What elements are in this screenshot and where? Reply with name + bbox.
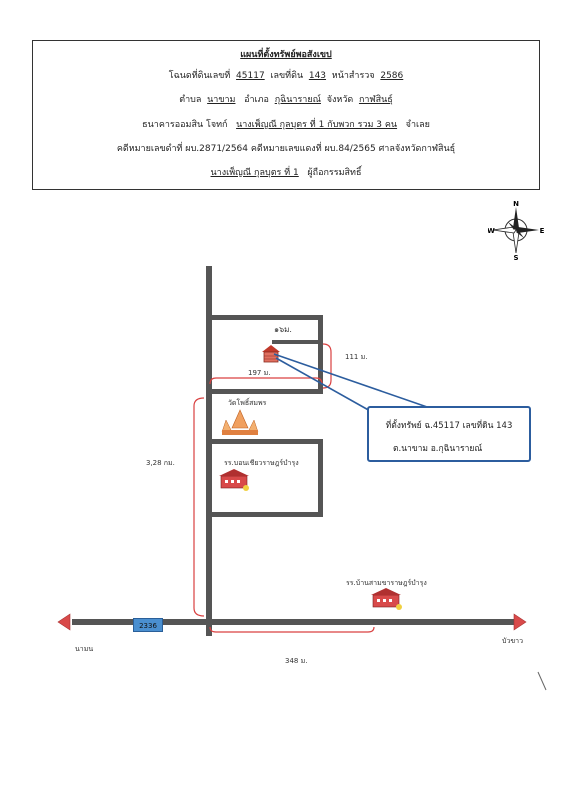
main-road-vertical <box>206 266 212 636</box>
arrow-right-icon <box>513 613 527 631</box>
dest-right-label: บัวขาว <box>502 637 524 645</box>
location-line: ตำบล นาขาม อำเภอ กุฉินารายณ์ จังหวัด กาฬ… <box>33 92 539 106</box>
survey-label: หน้าสำรวจ <box>331 71 375 81</box>
school-icon-1 <box>219 469 249 491</box>
parties-line: ธนาคารออมสิน โจทก์ นางเพ็ญณี กุลบุตร ที่… <box>33 117 539 131</box>
school-icon-2 <box>371 588 402 610</box>
school-1-label: รร.บอนเชียวราษฎร์บำรุง <box>224 459 299 467</box>
side-road-2 <box>209 389 322 394</box>
land-number-label: เลขที่ดิน <box>270 71 304 81</box>
tambon: นาขาม <box>207 95 236 105</box>
dist-top-label: ๑๖ม. <box>274 325 292 334</box>
province: กาฬสินธุ์ <box>358 95 393 105</box>
defendant: นางเพ็ญณี กุลบุตร ที่ 1 กับพวก รวม 3 คน <box>236 120 398 130</box>
pen-mark <box>537 671 547 691</box>
land-number: 143 <box>308 71 327 81</box>
side-road-4 <box>209 512 322 517</box>
property-house-icon <box>262 345 280 363</box>
school-2-label: รร.บ้านสามขาราษฎร์บำรุง <box>346 579 427 587</box>
compass-rose: N S W E <box>488 200 544 260</box>
temple-label: วัดโพธิ์สมพร <box>228 399 267 407</box>
dimension-bracket-bottom <box>209 626 375 633</box>
arrow-left-icon <box>57 613 71 631</box>
callout-line-2: ต.นาขาม อ.กุฉินารายณ์ <box>393 444 483 454</box>
property-lane <box>272 340 322 344</box>
highway-road <box>72 619 514 625</box>
dimension-bracket-mid <box>209 377 323 385</box>
dist-mid-label: 197 ม. <box>248 369 271 377</box>
deed-number: 45117 <box>236 71 265 81</box>
temple-icon <box>221 409 259 435</box>
amphoe: กุฉินารายณ์ <box>274 95 321 105</box>
dist-right-label: 111 ม. <box>345 353 368 361</box>
case-line: คดีหมายเลขดำที่ ผบ.2871/2564 คดีหมายเลขแ… <box>116 144 456 154</box>
side-road-1 <box>209 315 322 320</box>
dist-left-label: 3,28 กม. <box>146 459 175 467</box>
tambon-label: ตำบล <box>179 95 202 105</box>
owner-line: นางเพ็ญณี กุลบุตร ที่ 1 ผู้ถือกรรมสิทธิ์ <box>33 165 539 179</box>
dest-left-label: นามน <box>75 645 94 653</box>
deed-prefix: โฉนดที่ดินเลขที่ <box>168 71 231 81</box>
dimension-bracket-right <box>322 343 332 389</box>
right-road-upper <box>318 315 323 394</box>
compass-s: S <box>513 254 518 260</box>
header-box: แผนที่ตั้งทรัพย์พอสังเขป โฉนดที่ดินเลขที… <box>32 40 540 190</box>
survey-number: 2586 <box>380 71 404 81</box>
owner-name: นางเพ็ญณี กุลบุตร ที่ 1 <box>210 168 299 178</box>
province-label: จังหวัด <box>326 95 354 105</box>
dist-bottom-label: 348 ม. <box>285 657 308 665</box>
pointer-line-1 <box>273 353 431 409</box>
property-callout: ที่ตั้งทรัพย์ ฉ.45117 เลขที่ดิน 143 ต.นา… <box>367 406 531 462</box>
deed-line: โฉนดที่ดินเลขที่ 45117 เลขที่ดิน 143 หน้… <box>33 68 539 82</box>
owner-suffix: ผู้ถือกรรมสิทธิ์ <box>307 168 362 178</box>
compass-icon <box>492 207 539 254</box>
road-number-badge: 2336 <box>133 618 163 632</box>
side-road-3 <box>209 439 322 444</box>
defendant-suffix: จำเลย <box>405 120 430 130</box>
page-title: แผนที่ตั้งทรัพย์พอสังเขป <box>240 50 332 60</box>
compass-n: N <box>513 200 519 208</box>
pointer-line-2 <box>275 357 373 413</box>
amphoe-label: อำเภอ <box>244 95 269 105</box>
callout-line-1: ที่ตั้งทรัพย์ ฉ.45117 เลขที่ดิน 143 <box>385 421 513 431</box>
dimension-bracket-left <box>193 397 205 617</box>
right-road-lower <box>318 439 323 517</box>
compass-w: W <box>488 227 495 235</box>
plaintiff: ธนาคารออมสิน โจทก์ <box>142 120 228 130</box>
compass-e: E <box>540 227 544 235</box>
